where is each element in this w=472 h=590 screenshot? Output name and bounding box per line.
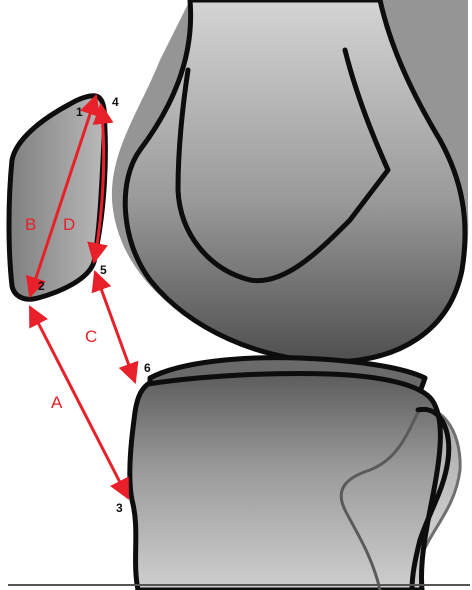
point-label-5: 5 [100,263,107,277]
point-label-2: 2 [38,279,45,293]
line-label-B: B [25,215,36,234]
patella [9,96,105,299]
tibia [130,373,441,590]
arrow-A [30,307,128,498]
point-label-4: 4 [112,95,119,109]
point-label-6: 6 [144,361,151,375]
point-label-1: 1 [76,105,83,119]
point-label-3: 3 [116,501,123,515]
line-label-A: A [51,393,63,412]
arrow-C [95,272,135,382]
line-label-D: D [63,215,75,234]
line-label-C: C [85,327,97,346]
